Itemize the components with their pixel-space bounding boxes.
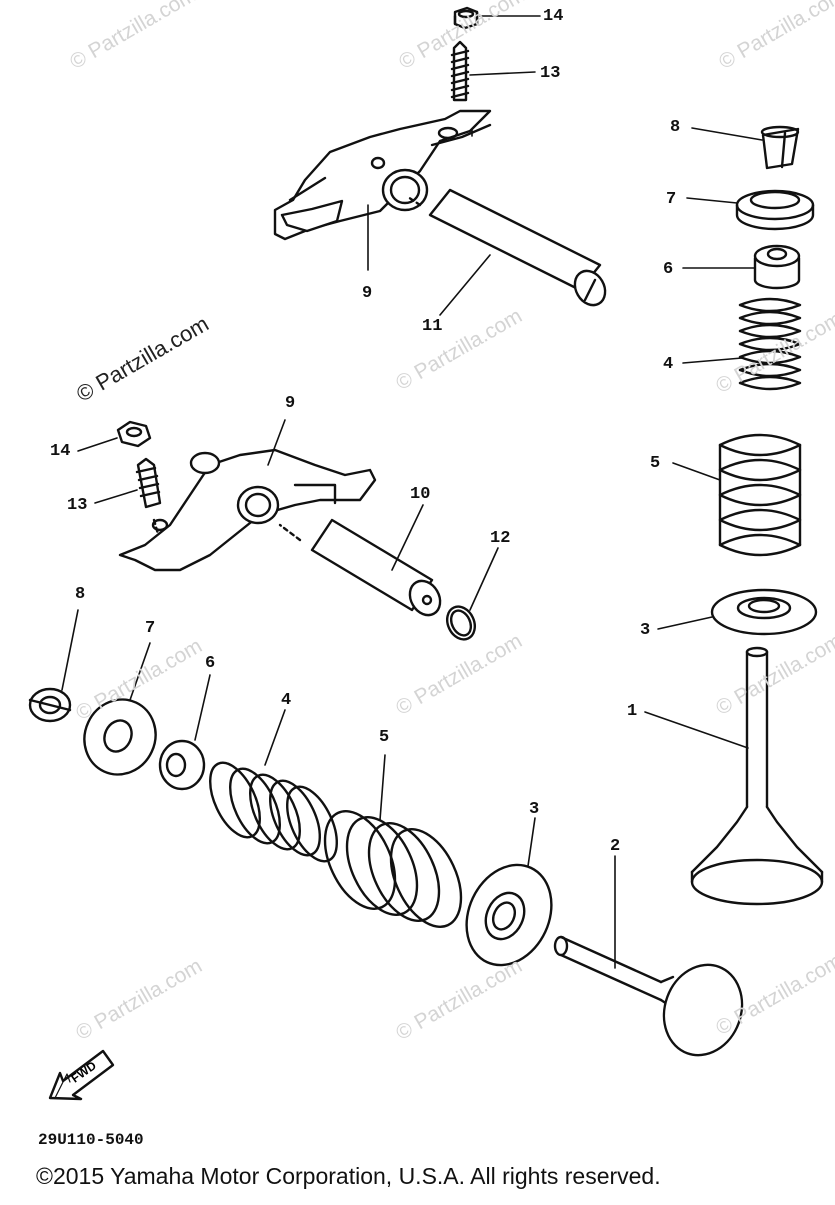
- lower-adjuster-screw-13: [135, 457, 162, 536]
- right-valve-retainer-7: [735, 189, 815, 231]
- left-outer-spring-5: [323, 809, 463, 929]
- lower-locknut-14: [116, 420, 152, 448]
- callout-5-right: 5: [650, 454, 661, 473]
- callout-4-right: 4: [663, 355, 674, 374]
- right-inner-spring-4: [738, 297, 802, 391]
- callout-13-upper: 13: [540, 64, 561, 83]
- callout-8-right: 8: [670, 118, 681, 137]
- callout-10: 10: [410, 485, 431, 504]
- upper-locknut-14: [453, 6, 479, 30]
- copyright-notice: ©2015 Yamaha Motor Corporation, U.S.A. A…: [36, 1163, 661, 1189]
- left-valve-cotter-8: [28, 687, 72, 723]
- callout-12: 12: [490, 529, 511, 548]
- upper-rocker-arm-9: [273, 109, 492, 241]
- left-spring-seat-3: [465, 863, 553, 967]
- forward-arrow-icon: [48, 1049, 115, 1101]
- right-valve-seal-6: [753, 244, 801, 290]
- lower-rocker-shaft-10: [278, 518, 442, 617]
- callout-14-lower: 14: [50, 442, 71, 461]
- callout-14-upper: 14: [543, 7, 564, 26]
- callout-5-left: 5: [379, 728, 390, 747]
- left-valve-retainer-7: [83, 698, 157, 776]
- callout-7-left: 7: [145, 619, 156, 638]
- right-valve-cotter-8: [760, 125, 800, 170]
- lower-rocker-arm-9: [118, 448, 377, 572]
- callout-6-right: 6: [663, 260, 674, 279]
- callout-13-lower: 13: [67, 496, 88, 515]
- callout-8-left: 8: [75, 585, 86, 604]
- callout-4-left: 4: [281, 691, 292, 710]
- left-valve-seal-6: [158, 739, 206, 791]
- callout-9-lower: 9: [285, 394, 296, 413]
- right-outer-spring-5: [718, 433, 802, 557]
- right-valve-1: [690, 646, 824, 906]
- callout-2: 2: [610, 837, 621, 856]
- callout-11: 11: [422, 317, 443, 336]
- diagram-code: 29U110-5040: [38, 1131, 144, 1149]
- callout-1: 1: [627, 702, 638, 721]
- callout-7-right: 7: [666, 190, 677, 209]
- callout-9-upper: 9: [362, 284, 373, 303]
- callout-6-left: 6: [205, 654, 216, 673]
- o-ring-12: [446, 605, 476, 641]
- leader-lines: [61, 15, 763, 969]
- callout-3-right: 3: [640, 621, 651, 640]
- callout-3-left: 3: [529, 800, 540, 819]
- left-inner-spring-4: [209, 761, 338, 863]
- right-spring-seat-3: [710, 588, 818, 636]
- upper-rocker-shaft-11: [406, 188, 607, 307]
- left-valve-2: [553, 935, 744, 1057]
